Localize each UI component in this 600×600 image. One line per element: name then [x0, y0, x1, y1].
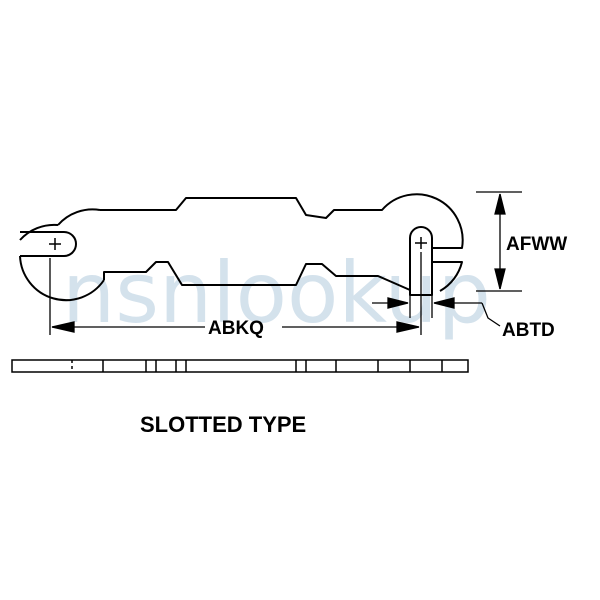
abkq-label: ABKQ	[208, 318, 264, 339]
abtd-arrow-right	[433, 297, 455, 309]
abkq-arrow-left	[51, 321, 75, 333]
part-right-lobe-lower	[432, 261, 463, 292]
abkq-arrow-right	[396, 321, 420, 333]
watermark-text: nsnlookup	[62, 244, 491, 342]
abtd-label: ABTD	[502, 320, 555, 341]
abtd-arrow-left	[387, 297, 409, 309]
part-top-outline	[100, 193, 464, 296]
part-left-lobe	[19, 208, 105, 302]
dimension-lines	[49, 191, 522, 335]
caption: SLOTTED TYPE	[140, 412, 306, 437]
side-view-outline	[11, 359, 469, 373]
part-bottom-outline	[103, 261, 411, 291]
side-view	[11, 359, 469, 373]
abtd-leader	[481, 302, 501, 327]
part-outline	[19, 193, 464, 302]
hole-center-marks	[49, 237, 427, 250]
afww-label: AFWW	[506, 234, 567, 255]
afww-arrow-down	[494, 268, 506, 290]
afww-arrow-up	[494, 193, 506, 215]
